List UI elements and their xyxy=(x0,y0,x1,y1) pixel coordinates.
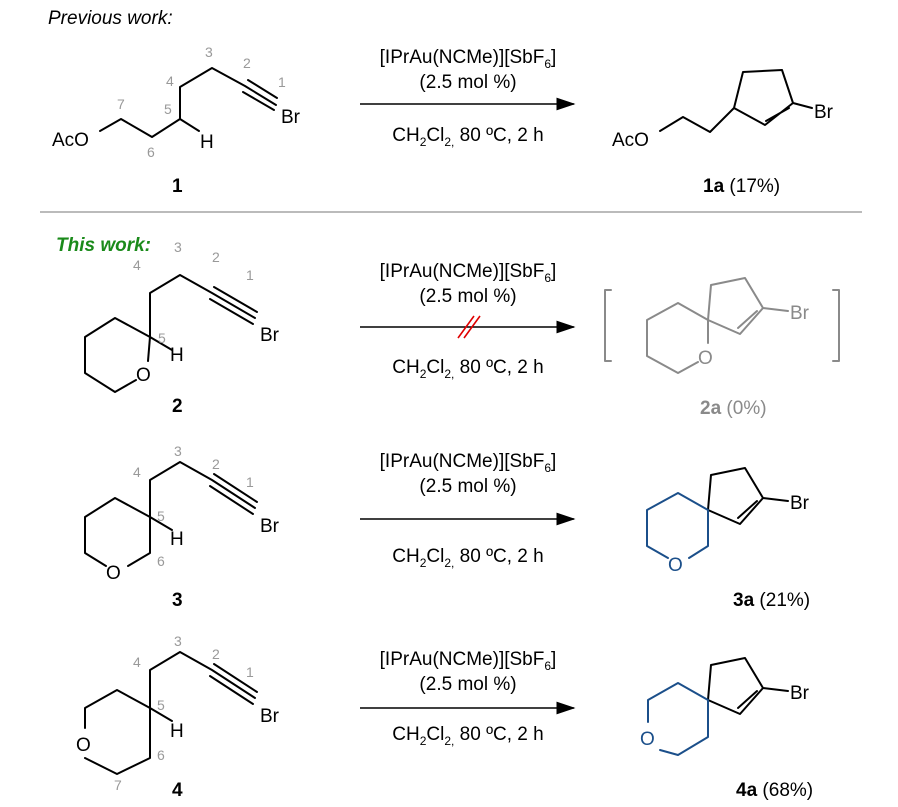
locant-4: 4 xyxy=(133,464,141,480)
atom-br: Br xyxy=(814,102,834,123)
atom-br: Br xyxy=(790,303,810,324)
atom-o: O xyxy=(136,365,151,386)
locant-1: 1 xyxy=(246,267,254,283)
locant-4: 4 xyxy=(166,73,174,89)
atom-br: Br xyxy=(790,493,810,514)
solvent-label: CH2Cl2, 80 ºC, 2 h xyxy=(392,125,543,149)
atom-br: Br xyxy=(281,107,301,128)
loading-label: (2.5 mol %) xyxy=(419,476,516,497)
compound-label-1a: 1a (17%) xyxy=(703,176,780,197)
atom-o: O xyxy=(76,735,91,756)
compound-4: O H Br 5 6 7 4 3 2 1 4 xyxy=(76,633,280,801)
atom-h: H xyxy=(170,529,184,550)
conditions-row-1: [IPrAu(NCMe)][SbF6] (2.5 mol %) CH2Cl2, … xyxy=(360,47,576,149)
locant-3: 3 xyxy=(205,44,213,60)
compound-2: O H Br 5 4 3 2 1 2 xyxy=(84,239,280,417)
locant-5: 5 xyxy=(164,101,172,117)
locant-5: 5 xyxy=(157,508,165,524)
atom-br: Br xyxy=(790,683,810,704)
locant-3: 3 xyxy=(174,443,182,459)
conditions-row-3: [IPrAu(NCMe)][SbF6] (2.5 mol %) CH2Cl2, … xyxy=(360,451,576,570)
solvent-label: CH2Cl2, 80 ºC, 2 h xyxy=(392,357,543,381)
loading-label: (2.5 mol %) xyxy=(419,674,516,695)
locant-5: 5 xyxy=(157,697,165,713)
locant-3: 3 xyxy=(174,239,182,255)
atom-br: Br xyxy=(260,706,280,727)
catalyst-label: [IPrAu(NCMe)][SbF6] xyxy=(380,649,557,673)
conditions-row-2: [IPrAu(NCMe)][SbF6] (2.5 mol %) CH2Cl2, … xyxy=(360,261,576,381)
compound-label-2a: 2a (0%) xyxy=(700,398,767,419)
locant-2: 2 xyxy=(212,646,220,662)
atom-br: Br xyxy=(260,516,280,537)
compound-label-2: 2 xyxy=(172,396,183,417)
locant-6: 6 xyxy=(157,747,165,763)
compound-label-4a: 4a (68%) xyxy=(736,780,813,801)
product-1a: AcO Br 1a (17%) xyxy=(612,69,834,197)
atom-o: O xyxy=(640,729,655,750)
compound-label-4: 4 xyxy=(172,780,183,801)
locant-6: 6 xyxy=(157,553,165,569)
conditions-row-4: [IPrAu(NCMe)][SbF6] (2.5 mol %) CH2Cl2, … xyxy=(360,649,576,748)
product-3a: O Br 3a (21%) xyxy=(646,467,810,611)
product-4a: O Br 4a (68%) xyxy=(640,657,813,801)
loading-label: (2.5 mol %) xyxy=(419,72,516,93)
locant-2: 2 xyxy=(243,55,251,71)
atom-h: H xyxy=(170,345,184,366)
locant-4: 4 xyxy=(133,654,141,670)
compound-label-1: 1 xyxy=(172,176,183,197)
locant-3: 3 xyxy=(174,633,182,649)
locant-6: 6 xyxy=(147,144,155,160)
blocked-reaction-mark xyxy=(457,315,481,339)
heading-previous-work: Previous work: xyxy=(48,8,173,29)
compound-3: O H Br 5 6 4 3 2 1 3 xyxy=(84,443,280,611)
atom-aco: AcO xyxy=(52,130,89,151)
atom-o: O xyxy=(698,348,713,369)
atom-h: H xyxy=(200,132,214,153)
solvent-label: CH2Cl2, 80 ºC, 2 h xyxy=(392,546,543,570)
product-2a: O Br 2a (0%) xyxy=(604,277,840,419)
locant-1: 1 xyxy=(246,474,254,490)
solvent-label: CH2Cl2, 80 ºC, 2 h xyxy=(392,724,543,748)
atom-o: O xyxy=(668,555,683,576)
locant-2: 2 xyxy=(212,249,220,265)
locant-5: 5 xyxy=(158,330,166,346)
locant-7: 7 xyxy=(117,96,125,112)
atom-br: Br xyxy=(260,325,280,346)
locant-2: 2 xyxy=(212,456,220,472)
catalyst-label: [IPrAu(NCMe)][SbF6] xyxy=(380,47,557,71)
compound-1: AcO H Br 7 6 5 4 3 2 1 1 xyxy=(52,44,301,197)
locant-1: 1 xyxy=(278,74,286,90)
atom-o: O xyxy=(106,563,121,584)
catalyst-label: [IPrAu(NCMe)][SbF6] xyxy=(380,261,557,285)
heading-this-work: This work: xyxy=(56,235,151,256)
atom-h: H xyxy=(170,721,184,742)
compound-label-3a: 3a (21%) xyxy=(733,590,810,611)
locant-7: 7 xyxy=(114,777,122,793)
locant-4: 4 xyxy=(133,257,141,273)
locant-1: 1 xyxy=(246,664,254,680)
atom-aco: AcO xyxy=(612,130,649,151)
loading-label: (2.5 mol %) xyxy=(419,286,516,307)
catalyst-label: [IPrAu(NCMe)][SbF6] xyxy=(380,451,557,475)
compound-label-3: 3 xyxy=(172,590,183,611)
